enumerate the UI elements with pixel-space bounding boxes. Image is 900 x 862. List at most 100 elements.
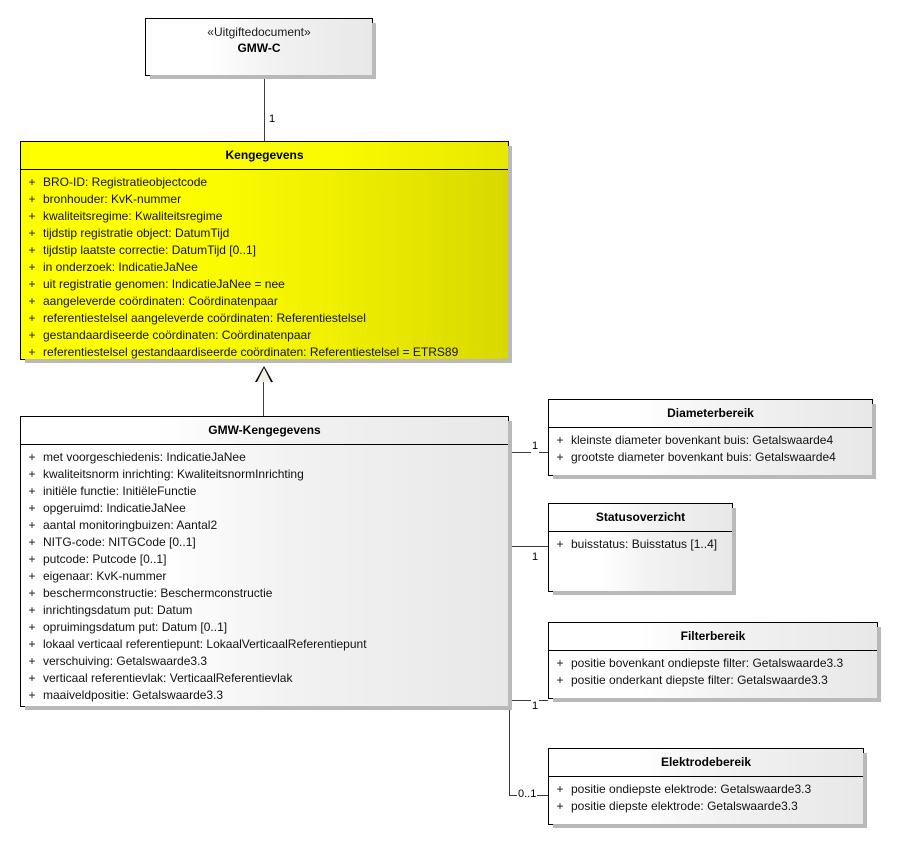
attribute-row: + opgeruimd: IndicatieJaNee <box>21 500 508 517</box>
attribute-visibility: + <box>556 673 564 687</box>
attribute-visibility: + <box>28 501 36 515</box>
class-gmw-kengegevens[interactable]: GMW-Kengegevens + met voorgeschiedenis: … <box>20 416 512 710</box>
class-diameterbereik-header: Diameterbereik <box>549 400 872 428</box>
attribute-visibility: + <box>28 243 36 257</box>
attribute-label: aantal monitoringbuizen: Aantal2 <box>43 518 218 532</box>
attribute-label: tijdstip registratie object: DatumTijd <box>43 226 230 240</box>
attribute-visibility: + <box>28 175 36 189</box>
attribute-row: + positie diepste elektrode: Getalswaard… <box>549 798 863 815</box>
class-filterbereik-header: Filterbereik <box>549 623 877 651</box>
attribute-visibility: + <box>28 535 36 549</box>
attribute-label: bronhouder: KvK-nummer <box>43 192 182 206</box>
attribute-visibility: + <box>28 569 36 583</box>
attribute-row: + maaiveldpositie: Getalswaarde3.3 <box>21 687 508 704</box>
class-gmw-c-attributes <box>146 62 372 72</box>
attribute-label: in onderzoek: IndicatieJaNee <box>43 260 198 274</box>
attribute-visibility: + <box>28 620 36 634</box>
attribute-visibility: + <box>28 518 36 532</box>
attribute-visibility: + <box>28 688 36 702</box>
attribute-row: + referentiestelsel gestandaardiseerde c… <box>21 344 508 361</box>
attribute-row: + grootste diameter bovenkant buis: Geta… <box>549 449 872 466</box>
class-kengegevens-attributes: + BRO-ID: Registratieobjectcode + bronho… <box>21 170 508 367</box>
attribute-visibility: + <box>28 277 36 291</box>
class-elektrodebereik-name: Elektrodebereik <box>660 755 752 769</box>
attribute-visibility: + <box>28 654 36 668</box>
attribute-label: eigenaar: KvK-nummer <box>43 569 167 583</box>
class-diameterbereik-name: Diameterbereik <box>667 406 754 420</box>
class-kengegevens[interactable]: Kengegevens + BRO-ID: Registratieobjectc… <box>20 141 512 363</box>
attribute-visibility: + <box>556 450 564 464</box>
attribute-label: kwaliteitsregime: Kwaliteitsregime <box>43 209 223 223</box>
attribute-row: + putcode: Putcode [0..1] <box>21 551 508 568</box>
attribute-label: beschermconstructie: Beschermconstructie <box>43 586 273 600</box>
attribute-visibility: + <box>28 467 36 481</box>
attribute-label: kwaliteitsnorm inrichting: Kwaliteitsnor… <box>43 467 304 481</box>
attribute-row: + aangeleverde coördinaten: Coördinatenp… <box>21 293 508 310</box>
attribute-visibility: + <box>28 294 36 308</box>
attribute-visibility: + <box>28 450 36 464</box>
attribute-row: + NITG-code: NITGCode [0..1] <box>21 534 508 551</box>
class-statusoverzicht-attributes: + buisstatus: Buisstatus [1..4] <box>549 532 732 559</box>
class-gmw-kengegevens-header: GMW-Kengegevens <box>21 417 508 445</box>
attribute-row: + tijdstip laatste correctie: DatumTijd … <box>21 242 508 259</box>
class-gmw-c-header: «Uitgiftedocument» GMW-C <box>146 19 372 62</box>
attribute-visibility: + <box>556 782 564 796</box>
class-statusoverzicht[interactable]: Statusoverzicht + buisstatus: Buisstatus… <box>548 503 736 595</box>
attribute-visibility: + <box>28 311 36 325</box>
attribute-label: lokaal verticaal referentiepunt: LokaalV… <box>43 637 367 651</box>
class-gmw-c-name: GMW-C <box>237 41 281 55</box>
multiplicity-gmwk-elektrodebereik: 0..1 <box>517 788 538 801</box>
class-filterbereik-attributes: + positie bovenkant ondiepste filter: Ge… <box>549 651 877 695</box>
class-statusoverzicht-header: Statusoverzicht <box>549 504 732 532</box>
attribute-label: opruimingsdatum put: Datum [0..1] <box>43 620 228 634</box>
class-diameterbereik[interactable]: Diameterbereik + kleinste diameter boven… <box>548 399 876 479</box>
connector-gmwk-statusoverzicht <box>509 546 548 547</box>
attribute-visibility: + <box>556 537 564 551</box>
connector-gmwk-filterbereik <box>509 700 548 701</box>
attribute-label: uit registratie genomen: IndicatieJaNee … <box>43 277 285 291</box>
attribute-label: BRO-ID: Registratieobjectcode <box>43 175 208 189</box>
attribute-visibility: + <box>556 433 564 447</box>
class-elektrodebereik-header: Elektrodebereik <box>549 749 863 777</box>
attribute-visibility: + <box>28 226 36 240</box>
multiplicity-gmwk-diameterbereik: 1 <box>531 440 540 453</box>
attribute-label: aangeleverde coördinaten: Coördinatenpaa… <box>43 294 278 308</box>
class-elektrodebereik[interactable]: Elektrodebereik + positie ondiepste elek… <box>548 748 867 828</box>
attribute-row: + met voorgeschiedenis: IndicatieJaNee <box>21 449 508 466</box>
attribute-row: + eigenaar: KvK-nummer <box>21 568 508 585</box>
attribute-label: referentiestelsel aangeleverde coördinat… <box>43 311 366 325</box>
attribute-row: + bronhouder: KvK-nummer <box>21 191 508 208</box>
attribute-visibility: + <box>28 637 36 651</box>
class-elektrodebereik-attributes: + positie ondiepste elektrode: Getalswaa… <box>549 777 863 821</box>
class-diameterbereik-attributes: + kleinste diameter bovenkant buis: Geta… <box>549 428 872 472</box>
attribute-label: tijdstip laatste correctie: DatumTijd [0… <box>43 243 256 257</box>
attribute-label: buisstatus: Buisstatus [1..4] <box>571 537 718 551</box>
attribute-visibility: + <box>28 603 36 617</box>
attribute-label: positie ondiepste elektrode: Getalswaard… <box>571 782 812 796</box>
attribute-row: + positie ondiepste elektrode: Getalswaa… <box>549 781 863 798</box>
attribute-row: + in onderzoek: IndicatieJaNee <box>21 259 508 276</box>
attribute-row: + buisstatus: Buisstatus [1..4] <box>549 536 732 553</box>
attribute-label: opgeruimd: IndicatieJaNee <box>43 501 186 515</box>
attribute-label: NITG-code: NITGCode [0..1] <box>43 535 196 549</box>
multiplicity-gmwk-statusoverzicht: 1 <box>531 551 540 564</box>
attribute-row: + aantal monitoringbuizen: Aantal2 <box>21 517 508 534</box>
connector-gmwk-diameterbereik <box>509 452 548 453</box>
attribute-label: grootste diameter bovenkant buis: Getals… <box>571 450 836 464</box>
attribute-label: gestandaardiseerde coördinaten: Coördina… <box>43 328 312 342</box>
attribute-label: putcode: Putcode [0..1] <box>43 552 167 566</box>
class-filterbereik[interactable]: Filterbereik + positie bovenkant ondieps… <box>548 622 881 702</box>
class-gmw-c[interactable]: «Uitgiftedocument» GMW-C <box>145 18 376 79</box>
attribute-visibility: + <box>28 192 36 206</box>
attribute-row: + uit registratie genomen: IndicatieJaNe… <box>21 276 508 293</box>
connector-gmwk-elektrodebereik-vertical <box>509 700 510 795</box>
attribute-row: + kleinste diameter bovenkant buis: Geta… <box>549 432 872 449</box>
attribute-label: inrichtingsdatum put: Datum <box>43 603 193 617</box>
attribute-label: initiële functie: InitiëleFunctie <box>43 484 197 498</box>
attribute-label: verschuiving: Getalswaarde3.3 <box>43 654 208 668</box>
class-gmw-c-stereotype: «Uitgiftedocument» <box>207 25 311 39</box>
attribute-label: kleinste diameter bovenkant buis: Getals… <box>571 433 834 447</box>
attribute-label: referentiestelsel gestandaardiseerde coö… <box>43 345 459 359</box>
attribute-visibility: + <box>28 260 36 274</box>
